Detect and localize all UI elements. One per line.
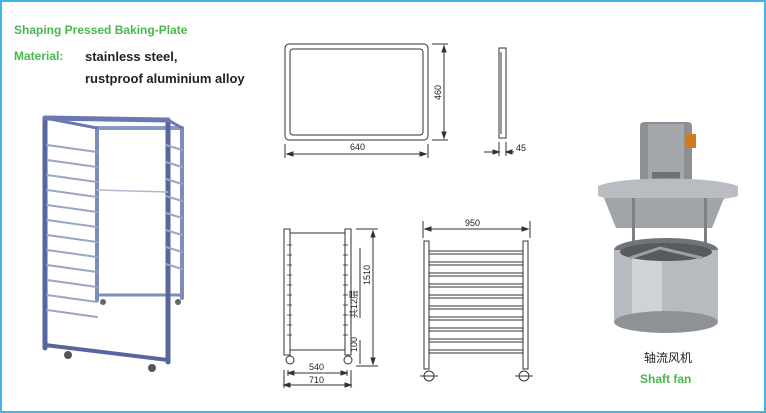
material-line-1: stainless steel,	[85, 49, 178, 64]
trolley-outer-width-dim: 710	[309, 375, 324, 385]
plate-side-drawing	[484, 47, 514, 156]
plate-depth-dim: 45	[516, 143, 526, 153]
baking-rack-photo	[42, 115, 184, 372]
trolley-side-drawing	[420, 221, 533, 382]
plate-top-drawing	[284, 43, 448, 158]
plate-height-dim: 460	[433, 85, 443, 100]
trolley-base-dim: 100	[349, 337, 359, 352]
trolley-inner-width-dim: 540	[309, 362, 324, 372]
shaft-fan-photo	[598, 122, 738, 333]
trolley-front-drawing	[282, 228, 378, 388]
fan-label-chinese: 轴流风机	[644, 351, 693, 365]
trolley-levels-dim: 共12层	[349, 290, 359, 318]
plate-width-dim: 640	[350, 142, 365, 152]
trolley-height-dim: 1510	[362, 265, 372, 285]
fan-label-english: Shaft fan	[640, 372, 692, 386]
material-label: Material:	[14, 49, 64, 63]
product-title: Shaping Pressed Baking-Plate	[14, 23, 188, 37]
trolley-depth-dim: 950	[465, 218, 480, 228]
material-line-2: rustproof aluminium alloy	[85, 71, 245, 86]
